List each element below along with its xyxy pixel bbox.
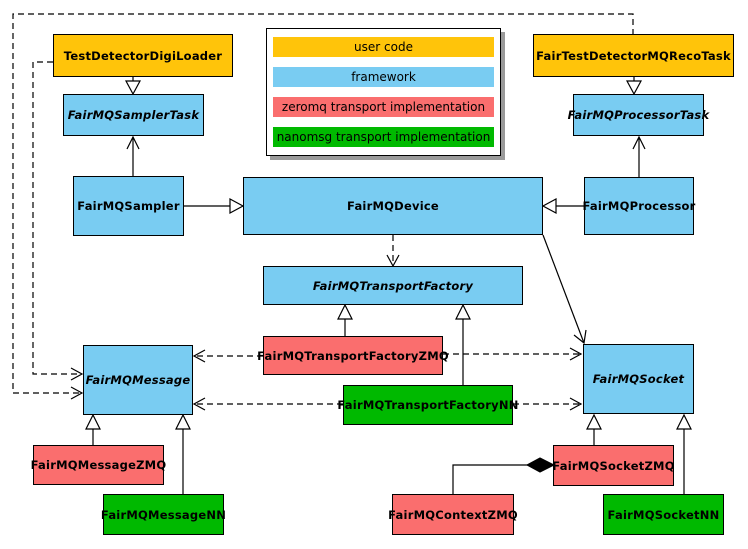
- edge-factorynn-uses-message: [192, 397, 343, 411]
- legend-label: user code: [354, 40, 413, 54]
- edge-contextzmq-composition-socketzmq: [452, 457, 556, 494]
- class-box-fairmq-sampler: FairMQSampler: [73, 176, 184, 236]
- edge-processor-uses-processortask: [632, 135, 646, 177]
- class-box-fairmq-transport-factory: FairMQTransportFactory: [263, 266, 523, 305]
- class-box-fairmq-socket-nn: FairMQSocketNN: [603, 494, 724, 535]
- class-label: FairMQMessageZMQ: [30, 458, 167, 472]
- edge-sampler-inherits-device: [184, 197, 245, 215]
- edge-factorynn-uses-socket: [513, 397, 583, 411]
- class-label: FairMQProcessorTask: [567, 108, 710, 122]
- edge-digiloader-uses-message: [32, 61, 84, 381]
- class-label: FairMQSocketNN: [607, 507, 720, 522]
- edge-factorynn-inherits-factory: [455, 303, 471, 385]
- class-box-fairmq-sampler-task: FairMQSamplerTask: [63, 94, 204, 136]
- edge-socketnn-inherits-socket: [676, 413, 692, 494]
- legend-swatch-nanomsg: nanomsg transport implementation: [273, 127, 494, 147]
- edge-processor-inherits-device: [541, 197, 584, 215]
- class-label: FairMQTransportFactory: [312, 278, 474, 293]
- class-label: FairMQSocketZMQ: [552, 458, 675, 473]
- edge-device-uses-factory: [386, 235, 400, 268]
- class-box-fairmq-device: FairMQDevice: [243, 177, 543, 235]
- class-box-test-detector-digi-loader: TestDetectorDigiLoader: [53, 34, 233, 77]
- legend-swatch-zeromq: zeromq transport implementation: [273, 97, 494, 117]
- edge-socketzmq-inherits-socket: [586, 413, 602, 445]
- class-label: FairMQTransportFactoryNN: [337, 398, 519, 412]
- class-label: FairMQTransportFactoryZMQ: [257, 348, 449, 363]
- class-label: FairMQContextZMQ: [388, 507, 518, 522]
- legend-swatch-framework: framework: [273, 67, 494, 87]
- legend-label: nanomsg transport implementation: [276, 130, 491, 144]
- edge-factoryzmq-uses-message: [192, 349, 263, 363]
- class-label: FairMQSampler: [77, 199, 180, 213]
- class-box-fairmq-context-zmq: FairMQContextZMQ: [388, 494, 518, 535]
- legend-swatch-user-code: user code: [273, 37, 494, 57]
- edge-digiloader-inherits-samplertask: [124, 77, 142, 96]
- edge-device-uses-socket: [542, 234, 587, 345]
- edge-messagezmq-inherits-message: [85, 413, 101, 445]
- class-label: TestDetectorDigiLoader: [63, 48, 223, 63]
- class-box-fairmq-socket: FairMQSocket: [583, 344, 694, 414]
- class-box-fairmq-transport-factory-zmq: FairMQTransportFactoryZMQ: [257, 336, 449, 375]
- class-label: FairMQDevice: [347, 199, 439, 213]
- class-label: FairMQSamplerTask: [67, 108, 200, 122]
- edge-recotask-inherits-processortask: [625, 77, 643, 96]
- class-box-fair-test-detector-mq-reco-task: FairTestDetectorMQRecoTask: [533, 34, 734, 77]
- class-box-fairmq-message: FairMQMessage: [83, 345, 193, 415]
- class-box-fairmq-processor: FairMQProcessor: [582, 177, 696, 235]
- class-box-fairmq-message-nn: FairMQMessageNN: [100, 494, 227, 535]
- edge-sampler-uses-samplertask: [126, 135, 140, 177]
- class-label: FairMQSocket: [592, 372, 685, 386]
- edge-recotask-uses-message: [12, 13, 634, 400]
- class-box-fairmq-transport-factory-nn: FairMQTransportFactoryNN: [337, 385, 518, 425]
- legend-label: framework: [351, 70, 416, 84]
- class-box-fairmq-processor-task: FairMQProcessorTask: [568, 94, 709, 136]
- class-label: FairMQProcessor: [582, 199, 696, 213]
- class-box-fairmq-message-zmq: FairMQMessageZMQ: [30, 445, 167, 485]
- class-label: FairMQMessageNN: [100, 507, 227, 522]
- legend-label: zeromq transport implementation: [281, 100, 486, 114]
- edge-factoryzmq-uses-socket: [443, 347, 583, 361]
- edge-factoryzmq-inherits-factory: [337, 303, 353, 336]
- class-label: FairTestDetectorMQRecoTask: [536, 48, 731, 63]
- legend: user code framework zeromq transport imp…: [266, 28, 501, 156]
- edge-messagenn-inherits-message: [175, 413, 191, 494]
- class-box-fairmq-socket-zmq: FairMQSocketZMQ: [552, 445, 675, 486]
- class-label: FairMQMessage: [85, 373, 191, 387]
